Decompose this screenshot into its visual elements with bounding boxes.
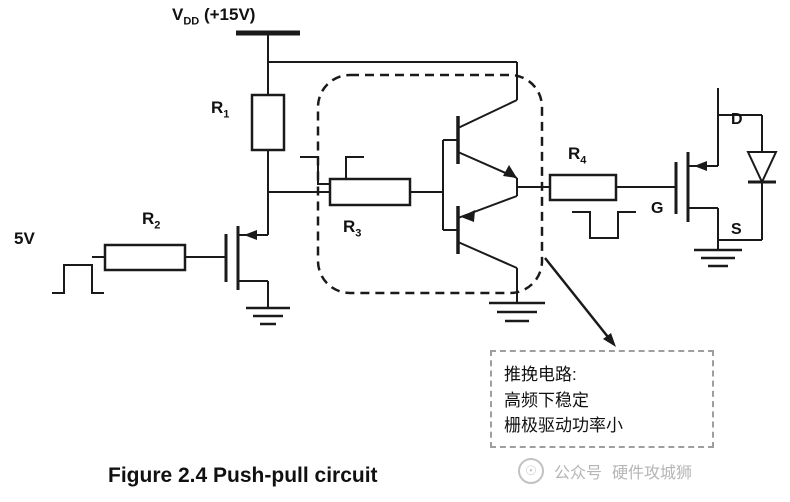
ground-icon: [489, 301, 545, 323]
source-pin-label: S: [731, 221, 742, 238]
r1-label: R1: [211, 98, 230, 121]
annotation-line: 高频下稳定: [504, 390, 589, 410]
callout-arrow: [544, 257, 616, 347]
annotation-box: 推挽电路: 高频下稳定 栅极驱动功率小: [490, 350, 714, 448]
npn-transistor-icon: [456, 62, 518, 187]
watermark-platform: 公众号: [554, 465, 603, 482]
square-wave-icon: [572, 211, 636, 239]
watermark-logo-icon: ☉: [518, 458, 544, 484]
resistor-r4: [517, 173, 676, 202]
resistor-r3: [328, 177, 443, 207]
resistor-r2: [92, 243, 226, 272]
r3-label: R3: [343, 217, 362, 240]
watermark: ☉ 公众号 硬件攻城狮: [518, 458, 692, 484]
vdd-rail: [236, 30, 517, 95]
base-wire: [442, 139, 457, 231]
output-mosfet-icon: [674, 88, 719, 250]
input-mosfet-icon: [224, 226, 269, 308]
ground-icon: [246, 306, 290, 326]
square-wave-icon: [52, 264, 104, 294]
body-diode-icon: [718, 114, 778, 241]
drain-pin-label: D: [731, 111, 743, 128]
r4-label: R4: [568, 144, 587, 167]
vdd-label: VDD (+15V): [172, 5, 256, 28]
gate-pin-label: G: [651, 200, 664, 217]
r2-label: R2: [142, 209, 161, 232]
pnp-transistor-icon: [456, 187, 518, 303]
push-pull-dashed-outline: [316, 73, 544, 295]
annotation-line: 推挽电路:: [504, 365, 577, 384]
watermark-name: 硬件攻城狮: [612, 465, 693, 482]
input-voltage-label: 5V: [14, 229, 35, 248]
ground-icon: [694, 248, 742, 268]
resistor-r1: [250, 93, 286, 235]
annotation-line: 栅极驱动功率小: [504, 416, 623, 435]
figure-caption: Figure 2.4 Push-pull circuit: [108, 464, 378, 487]
